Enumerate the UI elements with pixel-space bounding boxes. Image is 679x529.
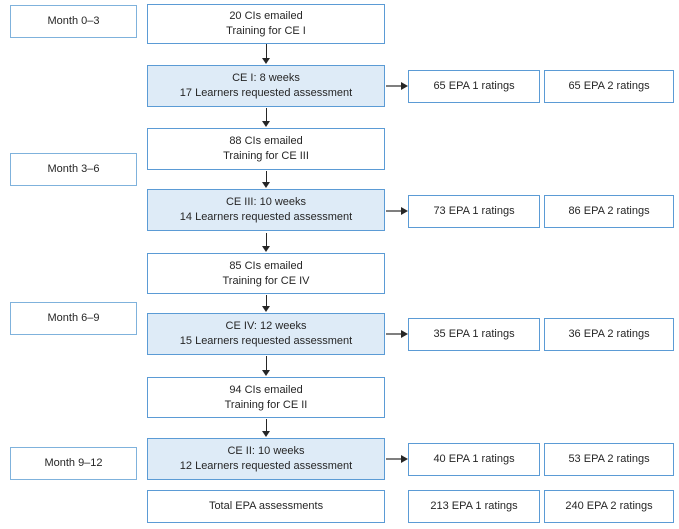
arrow-down-icon xyxy=(265,356,267,370)
arrow-right-icon xyxy=(386,210,401,212)
arrow-down-icon xyxy=(265,108,267,121)
epa1-label: 73 EPA 1 ratings xyxy=(433,205,515,218)
ce-line2: 17 Learners requested assessment xyxy=(179,87,353,99)
epa1-label: 65 EPA 1 ratings xyxy=(433,80,515,93)
epa2-label: 65 EPA 2 ratings xyxy=(568,80,650,93)
ce2-block-box: CE II: 10 weeks 12 Learners requested as… xyxy=(147,438,385,480)
epa2-ratings-box: 65 EPA 2 ratings xyxy=(544,70,674,103)
ce4-block-box: CE IV: 12 weeks 15 Learners requested as… xyxy=(147,313,385,355)
arrow-down-icon xyxy=(265,233,267,246)
ce-line1: CE IV: 12 weeks xyxy=(225,320,307,333)
month-6-9-box: Month 6–9 xyxy=(10,302,137,335)
training-line1: 94 CIs emailed xyxy=(229,383,303,396)
ce-line1: CE III: 10 weeks xyxy=(225,196,307,209)
epa2-label: 86 EPA 2 ratings xyxy=(568,205,650,218)
training-line2: Training for CE II xyxy=(224,398,308,411)
month-label: Month 6–9 xyxy=(47,312,100,325)
month-label: Month 9–12 xyxy=(44,457,103,470)
epa1-ratings-box: 65 EPA 1 ratings xyxy=(408,70,540,103)
ce-line2: 12 Learners requested assessment xyxy=(179,460,353,472)
total-epa2-label: 240 EPA 2 ratings xyxy=(565,500,653,513)
month-9-12-box: Month 9–12 xyxy=(10,447,137,480)
arrow-down-icon xyxy=(265,44,267,58)
training-ce1-box: 20 CIs emailed Training for CE I xyxy=(147,4,385,44)
epa2-ratings-box: 36 EPA 2 ratings xyxy=(544,318,674,351)
epa1-label: 40 EPA 1 ratings xyxy=(433,453,515,466)
epa2-ratings-box: 86 EPA 2 ratings xyxy=(544,195,674,228)
arrow-down-icon xyxy=(265,171,267,182)
month-label: Month 3–6 xyxy=(47,163,100,176)
epa2-ratings-box: 53 EPA 2 ratings xyxy=(544,443,674,476)
ce-line2: 14 Learners requested assessment xyxy=(179,211,353,223)
ce1-block-box: CE I: 8 weeks 17 Learners requested asse… xyxy=(147,65,385,107)
training-line2: Training for CE I xyxy=(226,25,306,37)
month-3-6-box: Month 3–6 xyxy=(10,153,137,186)
arrow-right-icon xyxy=(386,333,401,335)
month-label: Month 0–3 xyxy=(47,15,100,28)
training-line1: 20 CIs emailed xyxy=(229,10,303,23)
epa2-label: 36 EPA 2 ratings xyxy=(568,328,650,341)
ce3-block-box: CE III: 10 weeks 14 Learners requested a… xyxy=(147,189,385,231)
training-line1: 85 CIs emailed xyxy=(229,259,303,272)
total-epa1-label: 213 EPA 1 ratings xyxy=(430,500,518,513)
epa1-ratings-box: 73 EPA 1 ratings xyxy=(408,195,540,228)
epa1-ratings-box: 35 EPA 1 ratings xyxy=(408,318,540,351)
training-line2: Training for CE III xyxy=(223,150,309,162)
arrow-down-icon xyxy=(265,419,267,431)
arrow-down-icon xyxy=(265,295,267,306)
month-0-3-box: Month 0–3 xyxy=(10,5,137,38)
total-epa2-ratings-box: 240 EPA 2 ratings xyxy=(544,490,674,523)
arrow-right-icon xyxy=(386,85,401,87)
training-ce3-box: 88 CIs emailed Training for CE III xyxy=(147,128,385,170)
epa2-label: 53 EPA 2 ratings xyxy=(568,453,650,466)
ce-line2: 15 Learners requested assessment xyxy=(179,335,353,347)
epa1-ratings-box: 40 EPA 1 ratings xyxy=(408,443,540,476)
ce-line1: CE II: 10 weeks xyxy=(227,445,305,458)
total-epa1-ratings-box: 213 EPA 1 ratings xyxy=(408,490,540,523)
training-ce2-box: 94 CIs emailed Training for CE II xyxy=(147,377,385,418)
training-line1: 88 CIs emailed xyxy=(229,135,303,148)
total-epa-assessments-box: Total EPA assessments xyxy=(147,490,385,523)
ce-line1: CE I: 8 weeks xyxy=(232,72,300,85)
training-line2: Training for CE IV xyxy=(222,274,310,287)
arrow-right-icon xyxy=(386,458,401,460)
epa1-label: 35 EPA 1 ratings xyxy=(433,328,515,341)
training-ce4-box: 85 CIs emailed Training for CE IV xyxy=(147,253,385,294)
total-label: Total EPA assessments xyxy=(208,500,324,513)
